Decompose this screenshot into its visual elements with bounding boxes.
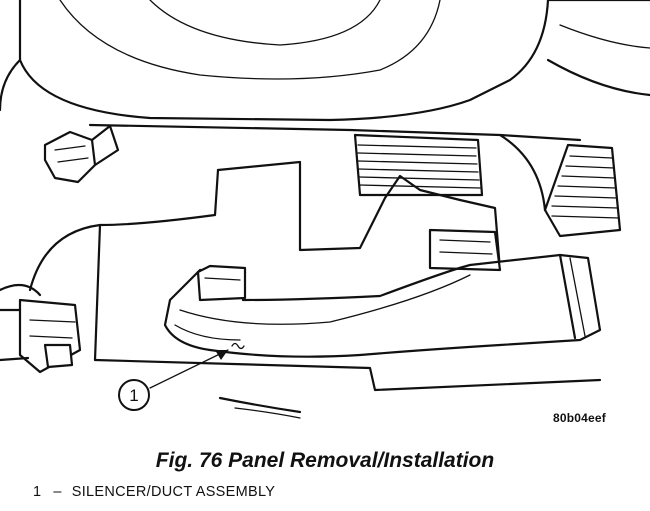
duct-mark (231, 342, 245, 350)
floor-line-2 (234, 407, 301, 419)
figure-illustration: 1 (0, 0, 650, 419)
legend-item: 1–SILENCER/DUCT ASSEMBLY (33, 484, 275, 500)
floor-line (218, 396, 302, 414)
upper-dash-panel (0, 0, 650, 122)
panel-duct-line-drawing: 1 (0, 0, 650, 419)
panel-outline (28, 160, 602, 392)
left-clip (43, 124, 120, 184)
legend-text: SILENCER/DUCT ASSEMBLY (71, 484, 276, 500)
callout-circle (118, 379, 150, 411)
vent-grille (353, 133, 484, 197)
callout-number: 1 (129, 386, 138, 405)
duct-assembly (163, 228, 602, 358)
callout-arrowhead (215, 350, 228, 360)
legend-separator: – (53, 484, 62, 500)
figure-title: Fig. 76 Panel Removal/Installation (155, 449, 495, 472)
callout-leader-line (149, 349, 229, 389)
image-code: 80b04eef (553, 411, 606, 425)
legend-number: 1 (33, 484, 42, 500)
right-vent-grille (498, 133, 622, 238)
legend: 1–SILENCER/DUCT ASSEMBLY (33, 484, 275, 500)
dash-lower-edge (88, 123, 582, 142)
hand-bracket (0, 283, 82, 374)
